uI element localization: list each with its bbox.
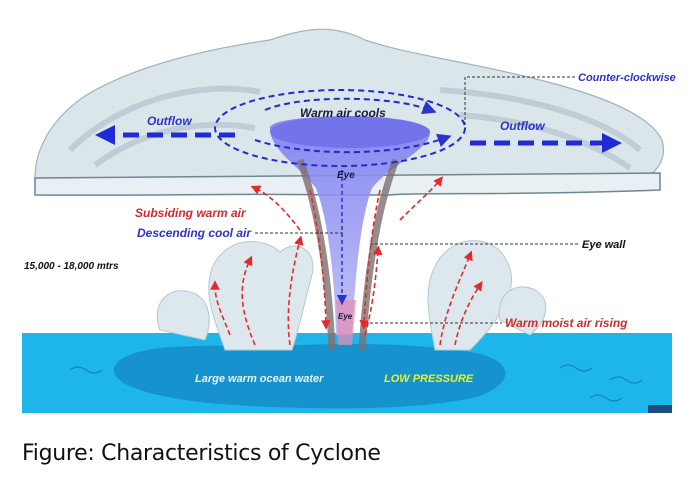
red-arrow (241, 255, 256, 346)
label-outflow-left: Outflow (147, 114, 192, 128)
label-altitude: 15,000 - 18,000 mtrs (24, 261, 119, 272)
figure-caption: Figure: Characteristics of Cyclone (22, 441, 381, 466)
red-arrow (399, 176, 443, 221)
red-arrow (439, 250, 473, 346)
ocean-warm-pool (113, 343, 506, 409)
left-small-cloud (156, 290, 210, 341)
red-arrow (359, 189, 381, 330)
red-arrow (210, 280, 231, 336)
label-descending-cool-air: Descending cool air (137, 226, 252, 240)
label-outflow-right: Outflow (500, 119, 545, 133)
red-arrow (364, 245, 383, 336)
label-counter-clockwise: Counter-clockwise (578, 72, 676, 84)
red-arrow (454, 281, 483, 346)
red-arrow (287, 235, 304, 346)
label-eye-top: Eye (337, 170, 355, 181)
cyclone-diagram: Counter-clockwise Outflow Outflow Warm a… (22, 28, 676, 413)
red-arrow (250, 185, 301, 231)
label-low-pressure: LOW PRESSURE (384, 373, 474, 385)
label-subsiding-warm-air: Subsiding warm air (135, 206, 247, 220)
label-eye-bottom: Eye (338, 312, 353, 321)
eye-funnel (270, 116, 430, 335)
leader-counter-clockwise (464, 76, 575, 130)
eye-wall-left (296, 158, 336, 351)
label-warm-air-cools: Warm air cools (300, 106, 386, 120)
label-large-warm-ocean-water: Large warm ocean water (195, 373, 324, 385)
label-warm-moist-air-rising: Warm moist air rising (505, 316, 628, 330)
anvil-cloud (34, 28, 664, 191)
left-cloud-column (208, 241, 314, 351)
red-arrow (309, 189, 331, 330)
label-eye-wall: Eye wall (582, 239, 626, 251)
circulation-loop (214, 89, 466, 167)
right-small-cloud (498, 286, 547, 336)
